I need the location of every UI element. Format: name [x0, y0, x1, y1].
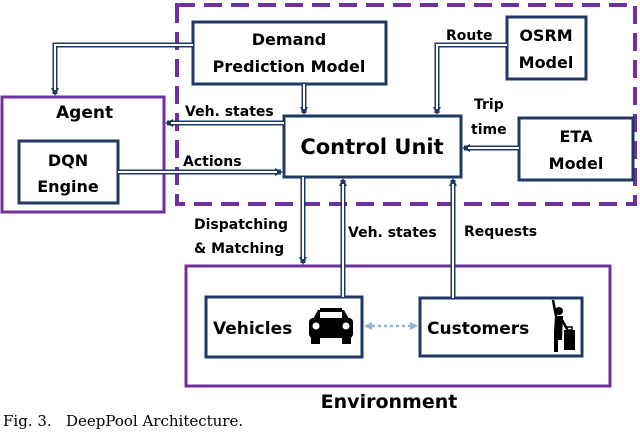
requests-label: Requests: [464, 224, 537, 240]
osrm-to-control-arrow-inner: [436, 44, 507, 109]
demand-prediction-label-line1: Demand: [252, 30, 326, 49]
actions-label: Actions: [183, 154, 242, 170]
demand-to-agent-arrow: [51, 42, 193, 96]
environment-label: Environment: [321, 391, 458, 413]
agent-box: [0, 95, 166, 214]
person-with-luggage-icon: [551, 299, 575, 352]
trip-time-label-line2: time: [471, 122, 507, 138]
customers-label: Customers: [427, 319, 529, 339]
agent-label: Agent: [56, 103, 113, 123]
eta-model-box: [517, 116, 635, 182]
connector-lines: [51, 42, 519, 298]
veh-states-bottom-label: Veh. states: [348, 225, 437, 241]
backend-dashed-region: [175, 3, 637, 206]
demand-to-agent-arrow-inner: [54, 44, 193, 90]
eta-model-label-line2: Model: [549, 154, 604, 173]
osrm-model-label-line2: Model: [519, 53, 574, 72]
dqn-engine-label-line1: DQN: [48, 151, 88, 170]
taxi-icon: [309, 308, 353, 344]
route-label: Route: [446, 28, 493, 44]
veh-states-top-label: Veh. states: [185, 104, 274, 120]
control-unit-box: [282, 114, 463, 179]
environment-box: [184, 264, 612, 388]
trip-time-label-line1: Trip: [474, 97, 504, 113]
dqn-engine-label-line2: Engine: [37, 177, 99, 196]
demand-prediction-label-line2: Prediction Model: [213, 57, 366, 76]
demand-prediction-box: [191, 20, 388, 86]
control-unit-label: Control Unit: [300, 135, 443, 159]
dispatching-label-line1: Dispatching: [194, 217, 288, 233]
eta-model-label-line1: ETA: [560, 127, 594, 146]
osrm-model-label-line1: OSRM: [519, 26, 572, 45]
vehicles-label: Vehicles: [213, 319, 292, 339]
dispatching-label-line2: & Matching: [194, 241, 284, 257]
osrm-model-box: [505, 15, 588, 81]
figure-caption: Fig. 3. DeepPool Architecture.: [3, 412, 243, 430]
